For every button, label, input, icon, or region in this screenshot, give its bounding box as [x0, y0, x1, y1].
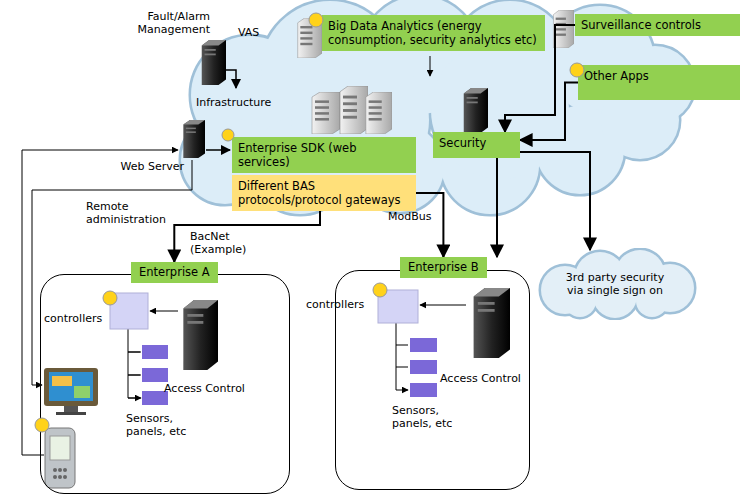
part-label: controllers — [44, 312, 102, 325]
connector-arrow — [174, 211, 320, 262]
part-label: Sensors, panels, etc — [392, 404, 468, 430]
app-box: Surveillance controls — [575, 14, 740, 36]
enterprise-heading: Enterprise B — [400, 257, 487, 278]
app-box: Big Data Analytics (energy consumption, … — [322, 15, 545, 51]
yellow-dot — [35, 13, 584, 432]
part-label: Access Control — [440, 372, 521, 385]
edge-label: ModBus — [388, 210, 431, 223]
node-text: 3rd party security via single sign on — [558, 271, 672, 297]
link-label: Remote administration — [86, 200, 170, 226]
server-icons — [183, 10, 574, 370]
node-text: Other Apps — [584, 69, 734, 83]
node-text: Surveillance controls — [581, 18, 734, 32]
decor-wires — [22, 56, 466, 455]
edge-label: BacNet (Example) — [190, 230, 260, 256]
monitor-icon — [44, 368, 98, 415]
part-label: Access Control — [164, 382, 245, 395]
connector-arrow — [416, 193, 443, 257]
tier-label: VAS — [238, 26, 259, 39]
node-text: Different BAS protocols/protocol gateway… — [238, 179, 410, 207]
sdk-box: Enterprise SDK (web services) — [232, 137, 416, 173]
connector-arrow — [520, 83, 578, 141]
controller-boxes — [110, 290, 418, 329]
part-label: controllers — [306, 298, 364, 311]
gateway-box: Different BAS protocols/protocol gateway… — [232, 175, 416, 211]
enterprise-heading: Enterprise A — [131, 262, 218, 283]
part-label: Sensors, panels, etc — [126, 412, 202, 438]
server-label: Fault/Alarm Management — [128, 10, 210, 36]
cloud-shape: 3rd party security via single sign on — [530, 248, 700, 320]
server-label: Web Server — [116, 160, 184, 173]
node-text: Big Data Analytics (energy consumption, … — [328, 19, 539, 47]
connector-arrow — [496, 158, 498, 257]
tier-label: Infrastructure — [196, 96, 271, 109]
phone-icon — [45, 428, 75, 488]
app-box: Other Apps — [578, 65, 740, 100]
node-text: Enterprise SDK (web services) — [238, 141, 410, 169]
node-text: Security — [439, 136, 514, 150]
security-box: Security — [433, 132, 520, 158]
connector-arrow — [520, 152, 590, 250]
